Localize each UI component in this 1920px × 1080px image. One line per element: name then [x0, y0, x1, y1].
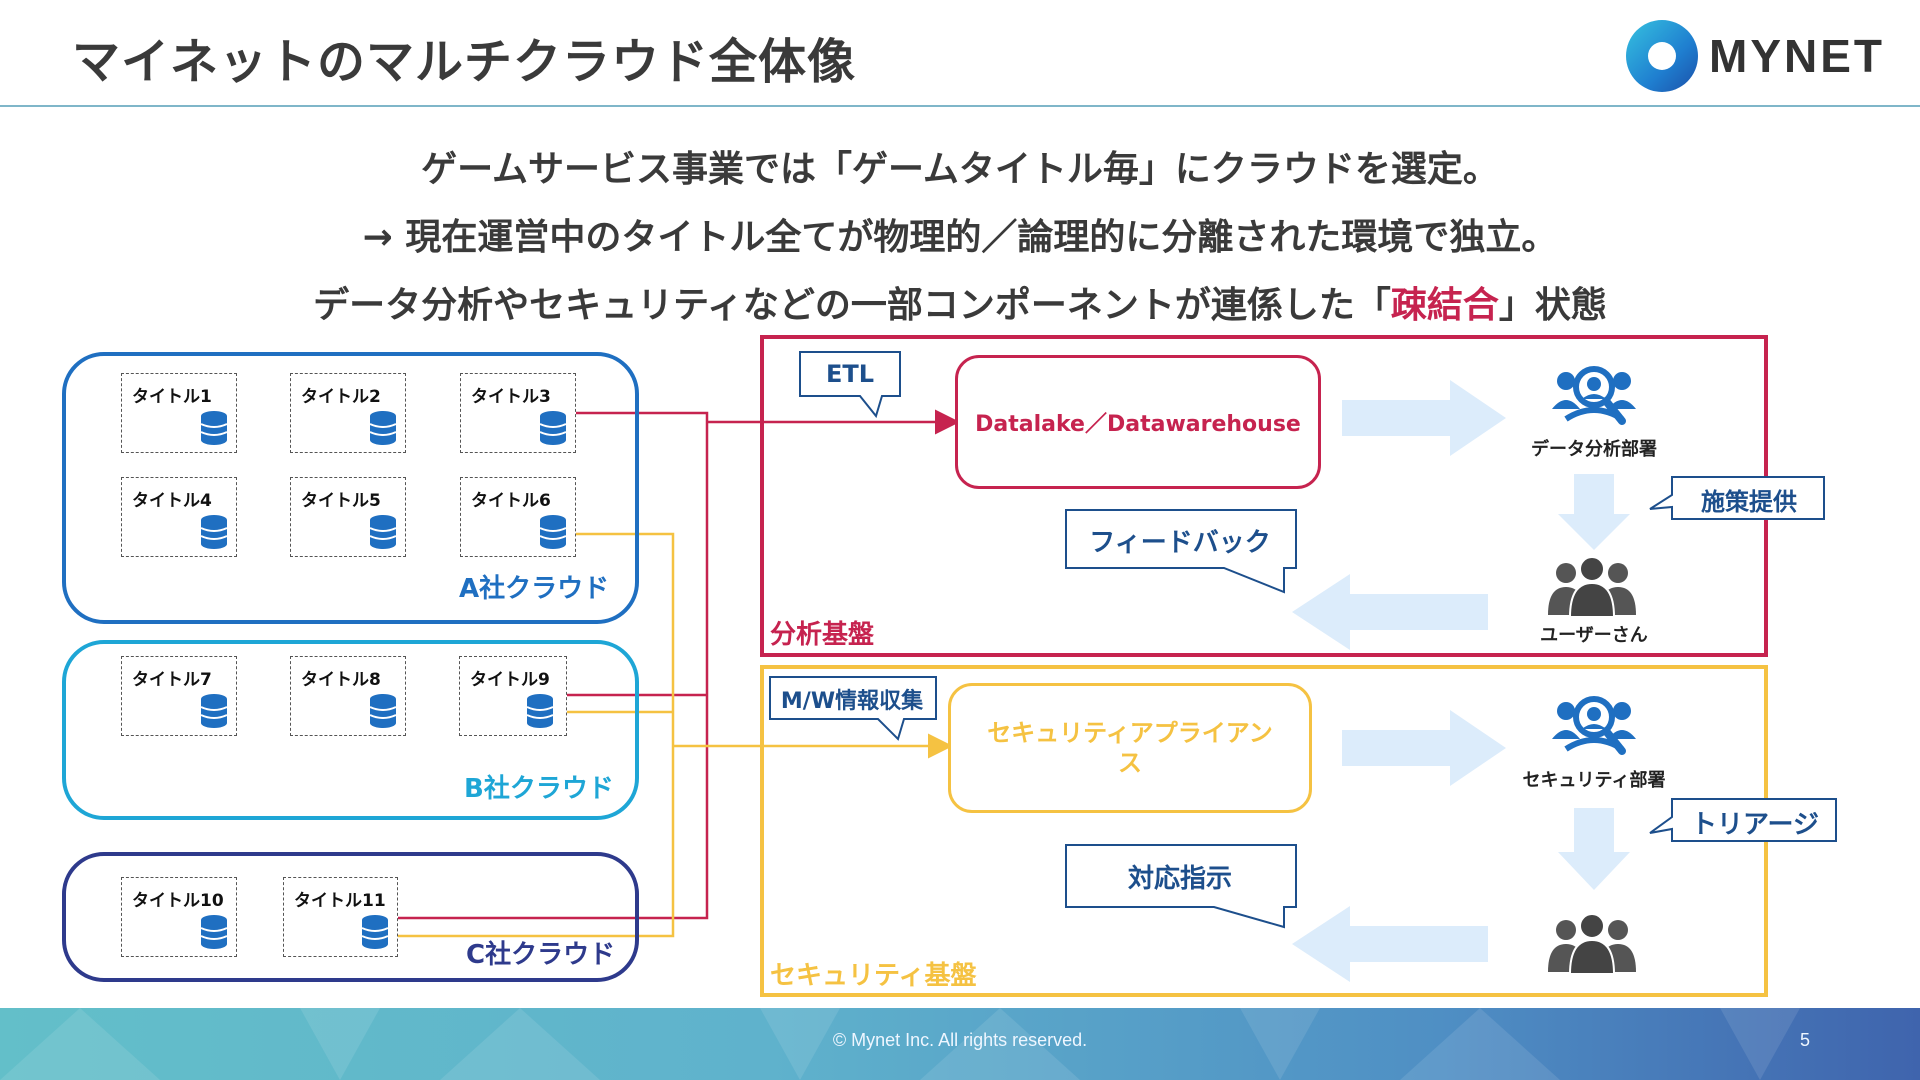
cloud-c	[62, 852, 639, 982]
title-box: タイトル10	[121, 877, 237, 957]
database-icon	[200, 411, 228, 445]
title-label: タイトル11	[294, 891, 386, 911]
analyst-group-icon	[1552, 366, 1636, 425]
footer-pattern	[0, 1008, 1800, 1080]
staff-group-icon	[1548, 913, 1636, 974]
title-label: タイトル9	[470, 670, 550, 690]
title-label: タイトル2	[301, 387, 381, 407]
database-icon	[539, 515, 567, 549]
summary-line-3: データ分析やセキュリティなどの一部コンポーネントが連係した「疎結合」状態	[0, 276, 1920, 328]
title-box: タイトル11	[283, 877, 398, 957]
title-label: タイトル5	[301, 491, 381, 511]
title-box: タイトル3	[460, 373, 576, 453]
users-label: ユーザーさん	[1540, 625, 1648, 646]
triage-callout-text: トリアージ	[1691, 810, 1819, 840]
title-box: タイトル7	[121, 656, 237, 736]
cloud-b	[62, 640, 639, 820]
database-icon	[369, 515, 397, 549]
instruction-callout	[1065, 844, 1297, 929]
arrow-down-icon	[1558, 808, 1630, 890]
title-divider	[0, 105, 1920, 107]
title-box: タイトル4	[121, 477, 237, 557]
title-label: タイトル6	[471, 491, 551, 511]
summary-line-2: → 現在運営中のタイトル全てが物理的／論理的に分離された環境で独立。	[362, 217, 1558, 258]
database-icon	[539, 411, 567, 445]
database-icon	[369, 411, 397, 445]
feedback-callout-text: フィードバック	[1089, 528, 1271, 558]
instruction-callout-text: 対応指示	[1127, 864, 1232, 894]
title-label: タイトル3	[471, 387, 551, 407]
datalake-box: Datalake／Datawarehouse	[955, 355, 1321, 489]
arrow-right-icon	[1342, 710, 1506, 786]
cloud-a-name: A社クラウド	[459, 574, 610, 604]
title-box: タイトル8	[290, 656, 406, 736]
cloud-b-name: B社クラウド	[464, 774, 614, 804]
title-label: タイトル4	[132, 491, 212, 511]
page-number: 5	[1800, 1030, 1811, 1050]
security-appliance-box: セキュリティアプライアンス	[948, 683, 1312, 813]
measures-callout	[1649, 476, 1825, 520]
security-platform-label: セキュリティ基盤	[770, 961, 977, 991]
database-icon	[526, 694, 554, 728]
triage-callout	[1649, 798, 1837, 842]
title-box: タイトル2	[290, 373, 406, 453]
database-icon	[361, 915, 389, 949]
arrow-left-icon	[1292, 574, 1488, 650]
summary-accent: 疎結合	[1390, 285, 1499, 326]
arrow-down-icon	[1558, 474, 1630, 550]
page-title: マイネットのマルチクラウド全体像	[72, 34, 857, 90]
title-label: タイトル8	[301, 670, 381, 690]
analysis-dept-label: データ分析部署	[1531, 439, 1657, 460]
cloud-c-name: C社クラウド	[466, 940, 616, 970]
database-icon	[369, 694, 397, 728]
users-icon	[1548, 556, 1636, 617]
database-icon	[200, 515, 228, 549]
feedback-callout	[1065, 509, 1297, 594]
copyright-text: © Mynet Inc. All rights reserved.	[832, 1030, 1088, 1050]
title-box: タイトル6	[460, 477, 576, 557]
analytics-platform-label: 分析基盤	[770, 620, 875, 650]
mynet-logo-icon	[1626, 20, 1698, 92]
title-box: タイトル5	[290, 477, 406, 557]
mw-callout-text: M/W情報収集	[780, 689, 924, 714]
measures-callout-text: 施策提供	[1701, 488, 1797, 516]
title-box: タイトル1	[121, 373, 237, 453]
etl-callout-text: ETL	[825, 360, 875, 388]
database-icon	[200, 694, 228, 728]
etl-callout	[799, 351, 901, 419]
summary-line-1: ゲームサービス事業では「ゲームタイトル毎」にクラウドを選定。	[421, 149, 1499, 190]
mynet-logo: MYNET	[1625, 18, 1885, 94]
title-label: タイトル10	[132, 891, 224, 911]
footer-bar	[0, 1008, 1920, 1080]
logo-text: MYNET	[1709, 30, 1885, 82]
security-dept-label: セキュリティ部署	[1522, 770, 1666, 791]
database-icon	[200, 915, 228, 949]
cloud-a	[62, 352, 639, 624]
arrow-left-icon	[1292, 906, 1488, 982]
summary-line-3-prefix: データ分析やセキュリティなどの一部コンポーネントが連係した「	[313, 285, 1391, 326]
security-connectors	[398, 532, 953, 938]
title-label: タイトル1	[132, 387, 212, 407]
arrow-right-icon	[1342, 380, 1506, 456]
security-team-icon	[1552, 696, 1636, 755]
summary-line-3-suffix: 」状態	[1498, 285, 1607, 326]
mw-callout	[769, 676, 937, 741]
title-box: タイトル9	[459, 656, 567, 736]
title-label: タイトル7	[132, 670, 212, 690]
